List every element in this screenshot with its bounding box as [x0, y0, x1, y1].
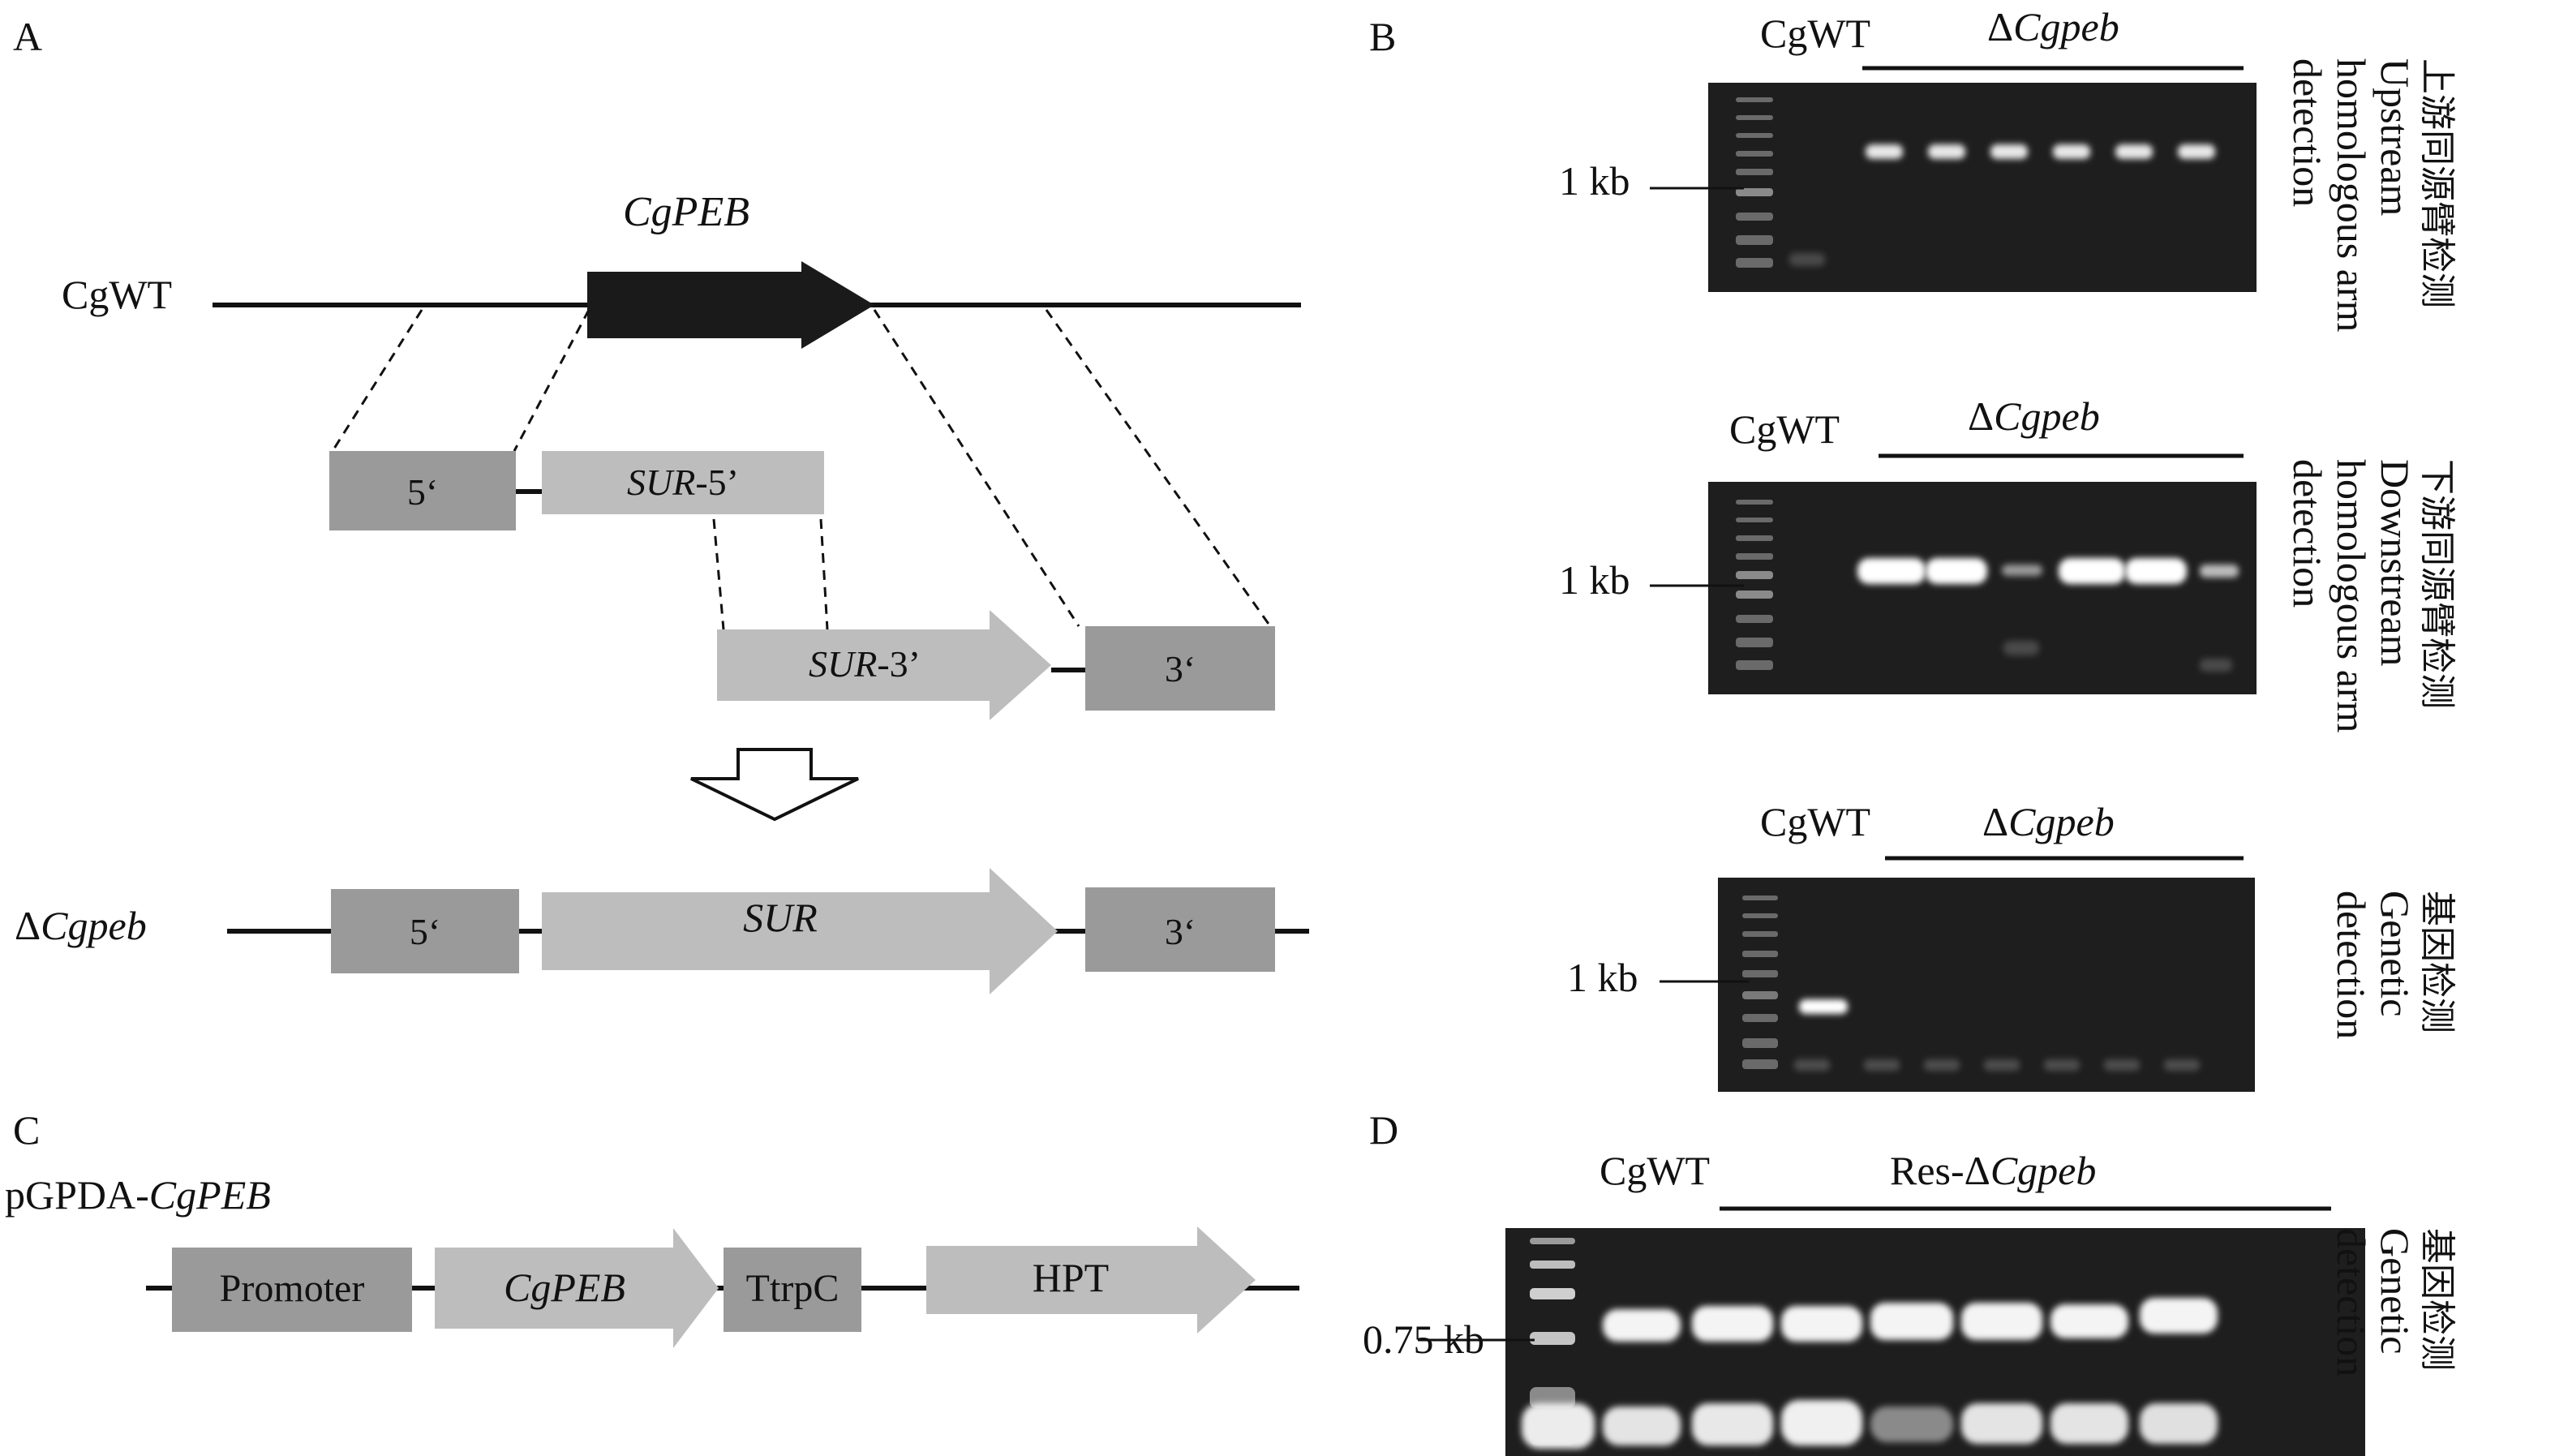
svg-text:基因检测: 基因检测 [2416, 891, 2458, 1033]
gel2-side-label: 下游同源臂检测 Downstream homologous arm detect… [2285, 459, 2458, 733]
svg-text:基因检测: 基因检测 [2416, 1228, 2458, 1371]
gel3-size-marker: 1 kb [1567, 955, 1638, 1000]
gel1-wt-primer-dimer [1789, 253, 1825, 266]
mutant-five-prime-box [331, 889, 519, 973]
gel1-mutant-label: ΔCgpeb [1987, 4, 2119, 49]
gel4-complement-label: Res-ΔCgpeb [1890, 1148, 2096, 1193]
gel3-wt-band [1799, 999, 1848, 1014]
terminator-box [724, 1248, 861, 1332]
svg-text:detection: detection [2285, 58, 2330, 207]
five-prime-flank-box [329, 451, 516, 530]
mutant-three-prime-box [1085, 887, 1275, 972]
sur-3-fragment-label: SUR-3’ [809, 643, 921, 685]
gel2-ladder [1736, 500, 1773, 670]
svg-text:detection: detection [2329, 1228, 2374, 1377]
mutant-locus-label: ΔCgpeb [15, 903, 147, 948]
svg-text:Downstream: Downstream [2372, 459, 2418, 667]
sur-5-fragment-label: SUR-5’ [627, 462, 739, 503]
svg-text:Upstream: Upstream [2372, 58, 2418, 216]
gene-arrow [587, 261, 874, 349]
terminator-label: TtrpC [746, 1267, 840, 1310]
gel1-side-label: 上游同源臂检测 Upstream homologous arm detectio… [2285, 58, 2458, 333]
gene-cds-label: CgPEB [504, 1265, 625, 1310]
panel-a: CgWT CgPEB 5‘ SUR-5’ SUR-3’ 3‘ ΔCgpeb [15, 189, 1309, 994]
gel3-ladder [1742, 896, 1778, 1069]
svg-text:detection: detection [2285, 459, 2330, 608]
gel1-ladder [1736, 97, 1773, 268]
promoter-label: Promoter [220, 1267, 365, 1310]
gel4-wt-label: CgWT [1600, 1148, 1710, 1193]
gel2-mutant-bands [1857, 558, 2239, 672]
mutant-three-prime-label: 3‘ [1165, 911, 1196, 952]
gel1-wt-label: CgWT [1760, 11, 1870, 56]
gel1-size-marker: 1 kb [1559, 158, 1630, 204]
sur-cassette-label: SUR [743, 895, 818, 940]
gel2-size-marker: 1 kb [1559, 557, 1630, 603]
panel-d: CgWT Res-ΔCgpeb [1363, 1148, 2458, 1456]
gel-genetic: CgWT ΔCgpeb 1 kb 基因检测 G [1567, 799, 2458, 1092]
hpt-marker-arrow [926, 1226, 1256, 1334]
panel-label-b: B [1369, 14, 1396, 59]
sur-3-fragment-arrow [717, 610, 1051, 720]
gel1-mutant-bands [1866, 144, 2215, 159]
homology-dashed-lines [331, 309, 1272, 630]
gel2-mutant-label: ΔCgpeb [1968, 393, 2100, 439]
three-prime-flank-label: 3‘ [1165, 648, 1196, 689]
three-prime-flank-box [1085, 626, 1275, 711]
svg-text:detection: detection [2329, 891, 2374, 1039]
sur-5-fragment-box [542, 451, 824, 514]
gel2-wt-label: CgWT [1729, 406, 1840, 452]
panel-label-c: C [13, 1107, 40, 1153]
wt-locus-label: CgWT [62, 272, 172, 317]
plasmid-name: pGPDA-CgPEB [5, 1172, 271, 1218]
svg-text:Genetic: Genetic [2372, 891, 2418, 1016]
gel4-complement-bands [1603, 1298, 2218, 1342]
svg-text:上游同源臂检测: 上游同源臂检测 [2416, 58, 2458, 308]
gel4-lower-bands [1522, 1400, 2218, 1449]
gel-upstream: CgWT ΔCgpeb 1 kb 上游同源臂检测 [1559, 4, 2458, 333]
five-prime-flank-label: 5‘ [407, 471, 438, 513]
gel4-side-label: 基因检测 Genetic detection [2329, 1228, 2458, 1377]
gel3-wt-label: CgWT [1760, 799, 1870, 844]
gel3-mutant-label: ΔCgpeb [1982, 799, 2115, 844]
gel3-mutant-primer-dimers [1794, 1059, 2200, 1071]
svg-text:Genetic: Genetic [2372, 1228, 2418, 1354]
gel2-image [1708, 482, 2257, 694]
gel3-side-label: 基因检测 Genetic detection [2329, 891, 2458, 1039]
gel-downstream: CgWT ΔCgpeb 1 kb 下游同源臂检测 [1559, 393, 2458, 733]
gene-cds-arrow [435, 1228, 719, 1348]
hpt-marker-label: HPT [1033, 1255, 1109, 1300]
promoter-box [172, 1248, 412, 1332]
sur-cassette-arrow [542, 868, 1058, 994]
gene-name-label: CgPEB [623, 189, 749, 235]
svg-text:下游同源臂检测: 下游同源臂检测 [2416, 459, 2458, 709]
recombination-down-arrow [690, 748, 859, 822]
panel-label-d: D [1369, 1107, 1398, 1153]
mutant-five-prime-label: 5‘ [410, 911, 440, 952]
panel-c: pGPDA-CgPEB Promoter CgPEB TtrpC HPT [5, 1172, 1299, 1348]
svg-text:homologous arm: homologous arm [2329, 459, 2374, 733]
svg-text:homologous arm: homologous arm [2329, 58, 2374, 333]
panel-label-a: A [13, 14, 42, 59]
gel3-image [1718, 878, 2255, 1092]
